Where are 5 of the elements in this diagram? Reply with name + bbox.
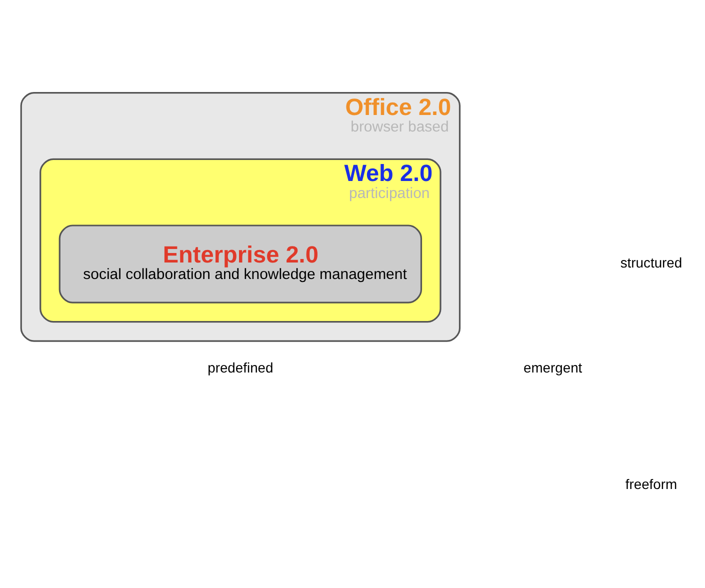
label: freeform: [625, 476, 678, 492]
label: emergent: [523, 358, 582, 375]
node-box: Enterprise 2.0 social collaboration and knowledge management: [58, 224, 422, 303]
label: structured: [620, 254, 682, 270]
label: predefined: [208, 358, 274, 375]
